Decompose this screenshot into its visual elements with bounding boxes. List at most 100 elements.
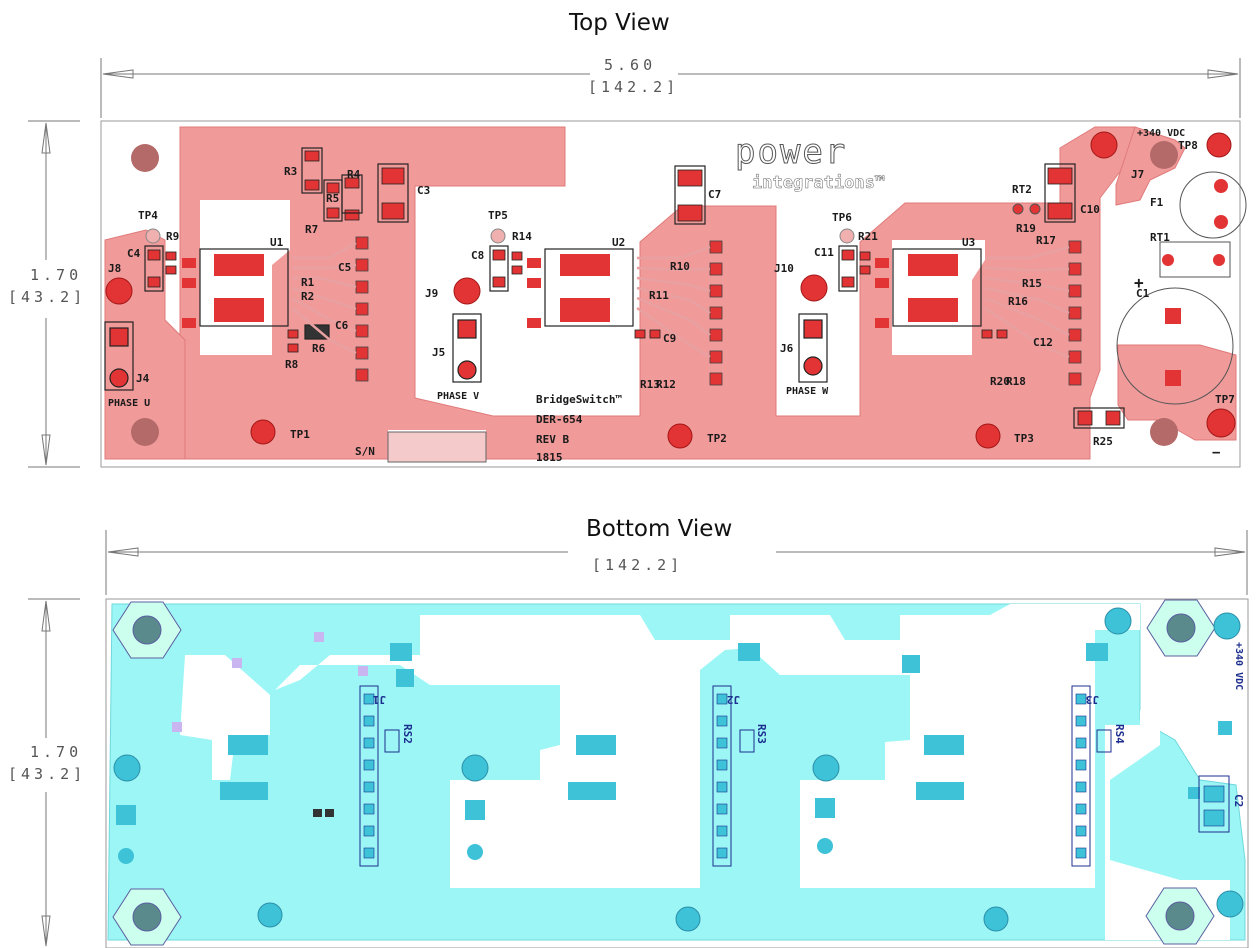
bottom-vias xyxy=(172,632,368,732)
sn-box xyxy=(387,431,487,463)
smd-pads xyxy=(147,150,1121,426)
ref-r2: R2 xyxy=(301,290,314,303)
ref-r13: R13 xyxy=(640,378,660,391)
ref-r18: R18 xyxy=(1006,375,1026,388)
ref-c4: C4 xyxy=(127,247,141,260)
ref-tp7: TP7 xyxy=(1215,393,1235,406)
bottom-mounting-holes xyxy=(112,599,1216,946)
ref-u3: U3 xyxy=(962,236,975,249)
power-input-pads xyxy=(1162,179,1228,386)
bottom-ref-j1: J1 xyxy=(372,693,386,706)
ref-r21: R21 xyxy=(858,230,878,243)
bottom-view-title: Bottom View xyxy=(586,516,733,542)
minus-mark: − xyxy=(1212,445,1220,461)
board-brand: BridgeSwitch™ xyxy=(536,393,622,406)
ref-tp3: TP3 xyxy=(1014,432,1034,445)
top-dimension-lines xyxy=(28,58,1241,468)
top-height-mm: [43.2] xyxy=(8,288,87,306)
ref-r8: R8 xyxy=(285,358,298,371)
ref-tp8: TP8 xyxy=(1178,139,1198,152)
ref-tp4: TP4 xyxy=(138,209,158,222)
plus-mark: + xyxy=(1134,273,1144,292)
ref-tp6: TP6 xyxy=(832,211,852,224)
ref-r11: R11 xyxy=(649,289,669,302)
ref-c7: C7 xyxy=(708,188,721,201)
ref-r1: R1 xyxy=(301,276,315,289)
power-input-parts xyxy=(1012,171,1247,405)
bottom-height-mm: [43.2] xyxy=(8,765,87,783)
sn-label: S/N xyxy=(355,445,375,458)
ref-rt1: RT1 xyxy=(1150,231,1170,244)
ref-c6: C6 xyxy=(335,319,349,332)
bottom-width-mm: [142.2] xyxy=(592,556,684,574)
ref-c8: C8 xyxy=(471,249,484,262)
top-height-inches: 1.70 xyxy=(30,266,83,284)
top-width-mm: [142.2] xyxy=(588,78,680,96)
phase-v-label: PHASE V xyxy=(437,391,479,402)
ref-u1: U1 xyxy=(270,236,284,249)
ref-r17: R17 xyxy=(1036,234,1056,247)
ref-r3: R3 xyxy=(284,165,297,178)
ref-f1: F1 xyxy=(1150,196,1164,209)
ref-j8: J8 xyxy=(108,262,121,275)
phase-w-label: PHASE W xyxy=(786,386,829,397)
ic-pads xyxy=(182,254,958,328)
ref-tp2: TP2 xyxy=(707,432,727,445)
bottom-copper-keepout xyxy=(180,604,1230,940)
ref-tp5: TP5 xyxy=(488,209,508,222)
ref-r6: R6 xyxy=(312,342,326,355)
top-mounting-holes xyxy=(131,141,1178,446)
board-der: DER-654 xyxy=(536,413,583,426)
bottom-ref-c2: C2 xyxy=(1232,794,1245,807)
bottom-voltage-label: +340 VDC xyxy=(1233,642,1244,690)
bottom-header-pins xyxy=(363,693,1225,859)
test-point-rings xyxy=(145,228,855,244)
ref-c12: C12 xyxy=(1033,336,1053,349)
ref-r14: R14 xyxy=(512,230,532,243)
ref-r16: R16 xyxy=(1008,295,1028,308)
logo-wordmark: power xyxy=(735,132,847,172)
ref-c9: C9 xyxy=(663,332,676,345)
ref-r9: R9 xyxy=(166,230,179,243)
ref-c10: C10 xyxy=(1080,203,1100,216)
silk-text: BridgeSwitch™ DER-654 REV B 1815 S/N +34… xyxy=(108,128,1220,464)
top-width-inches: 5.60 xyxy=(604,56,657,74)
ref-c5: C5 xyxy=(338,261,351,274)
top-view-pcb: power integrations™ BridgeSwitch™ DER-65… xyxy=(28,58,1247,468)
ref-r25: R25 xyxy=(1093,435,1113,448)
ref-j4: J4 xyxy=(136,372,150,385)
ref-j7: J7 xyxy=(1131,168,1144,181)
ref-r19: R19 xyxy=(1016,222,1036,235)
bottom-ref-rs2: RS2 xyxy=(401,724,414,744)
bottom-ref-rs4: RS4 xyxy=(1113,724,1126,744)
bottom-ref-j3: J3 xyxy=(1086,693,1099,706)
ref-c11: C11 xyxy=(814,246,834,259)
board-date: 1815 xyxy=(536,451,563,464)
bottom-height-inches: 1.70 xyxy=(30,743,83,761)
ref-c1: C1 xyxy=(1136,287,1150,300)
phase-connectors xyxy=(104,313,828,391)
ref-j6: J6 xyxy=(780,342,794,355)
voltage-label: +340 VDC xyxy=(1137,128,1185,139)
top-signal-traces xyxy=(291,241,1070,359)
big-pads xyxy=(105,131,1236,449)
top-header-pins xyxy=(355,236,1082,386)
bottom-dark-pads xyxy=(313,809,334,817)
bottom-silk-text: J1 J2 J3 RS2 RS3 RS4 C2 +340 VDC xyxy=(372,642,1245,807)
ref-j10: J10 xyxy=(774,262,794,275)
ref-r10: R10 xyxy=(670,260,690,273)
ref-r12: R12 xyxy=(656,378,676,391)
bottom-small-pads xyxy=(116,643,1232,864)
bottom-ref-rs3: RS3 xyxy=(755,724,768,744)
ref-r20: R20 xyxy=(990,375,1010,388)
ref-c3: C3 xyxy=(417,184,430,197)
ref-r4: R4 xyxy=(347,168,361,181)
logo-subline: integrations™ xyxy=(752,173,885,193)
ref-u2: U2 xyxy=(612,236,625,249)
bottom-ref-j2: J2 xyxy=(727,693,740,706)
ic-outlines xyxy=(199,248,982,327)
bottom-big-pads xyxy=(113,607,1244,932)
designators: R3 R4 R5 R7 C3 U1 R1 R2 C5 C6 R6 R8 TP4 … xyxy=(108,139,1235,448)
ref-tp1: TP1 xyxy=(290,428,310,441)
